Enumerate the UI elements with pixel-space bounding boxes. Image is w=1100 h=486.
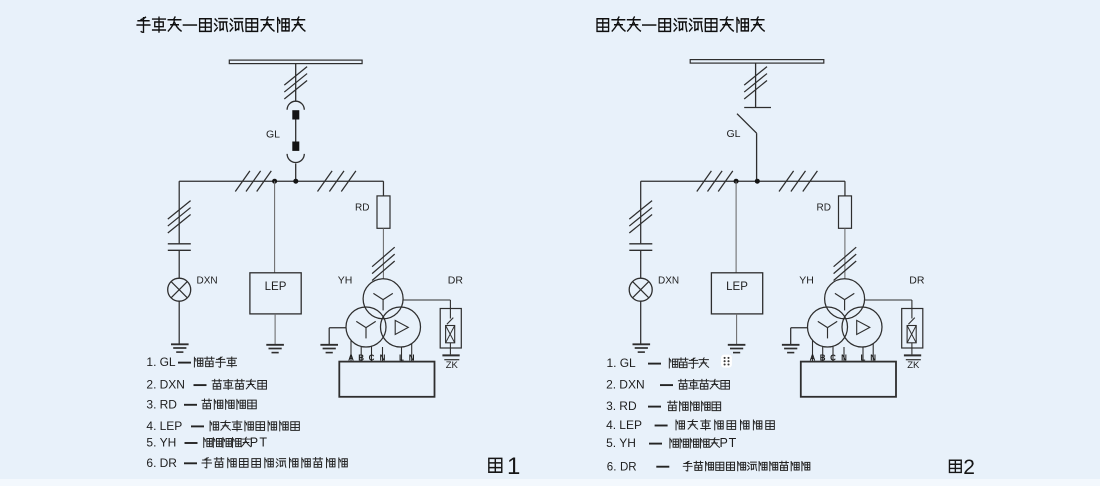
svg-text:LEP: LEP bbox=[160, 419, 183, 433]
svg-text:DR: DR bbox=[620, 461, 637, 473]
svg-text:DR: DR bbox=[448, 275, 464, 287]
svg-text:N: N bbox=[409, 354, 415, 363]
svg-text:YH: YH bbox=[338, 275, 353, 287]
svg-text:5.: 5. bbox=[146, 436, 156, 450]
svg-text:ZK: ZK bbox=[446, 360, 459, 371]
svg-text:L: L bbox=[399, 354, 404, 363]
svg-text:GL: GL bbox=[266, 128, 280, 140]
svg-text:6.: 6. bbox=[607, 461, 617, 473]
svg-text:B: B bbox=[358, 354, 364, 363]
svg-text:L: L bbox=[861, 354, 866, 363]
svg-text:DXN: DXN bbox=[160, 378, 185, 392]
svg-text:YH: YH bbox=[799, 275, 814, 287]
svg-text:DXN: DXN bbox=[619, 378, 644, 392]
svg-text:N: N bbox=[841, 354, 847, 363]
svg-text:PT: PT bbox=[720, 436, 738, 450]
svg-text:RD: RD bbox=[619, 399, 637, 413]
svg-text:2: 2 bbox=[963, 456, 975, 479]
svg-text:2.: 2. bbox=[606, 378, 616, 392]
svg-text:GL: GL bbox=[160, 355, 176, 369]
svg-text:2.: 2. bbox=[146, 378, 156, 392]
svg-text:5.: 5. bbox=[606, 436, 616, 450]
svg-text:DR: DR bbox=[909, 275, 925, 287]
svg-text:RD: RD bbox=[355, 203, 369, 214]
svg-text:RD: RD bbox=[160, 397, 178, 411]
svg-text:GL: GL bbox=[727, 128, 741, 140]
svg-text:DXN: DXN bbox=[197, 275, 218, 286]
svg-text:LEP: LEP bbox=[619, 418, 642, 432]
svg-text:4.: 4. bbox=[146, 419, 156, 433]
svg-text:6.: 6. bbox=[146, 456, 156, 470]
svg-text:A: A bbox=[810, 354, 816, 363]
svg-text:DR: DR bbox=[160, 456, 178, 470]
svg-text:YH: YH bbox=[619, 436, 636, 450]
svg-text:RD: RD bbox=[817, 203, 831, 214]
svg-text:C: C bbox=[830, 354, 836, 363]
svg-text:N: N bbox=[870, 354, 876, 363]
svg-text:LEP: LEP bbox=[265, 281, 287, 293]
svg-text:B: B bbox=[820, 354, 826, 363]
svg-text:C: C bbox=[369, 354, 375, 363]
svg-text:N: N bbox=[380, 354, 386, 363]
svg-text:ZK: ZK bbox=[907, 360, 920, 371]
svg-text:LEP: LEP bbox=[726, 281, 748, 293]
svg-text:A: A bbox=[348, 354, 354, 363]
svg-text:3.: 3. bbox=[606, 399, 616, 413]
svg-text:4.: 4. bbox=[606, 418, 616, 432]
svg-text:YH: YH bbox=[160, 436, 177, 450]
svg-text:DXN: DXN bbox=[658, 275, 679, 286]
svg-text:1: 1 bbox=[507, 453, 520, 480]
svg-text:GL: GL bbox=[620, 356, 636, 370]
svg-text:1.: 1. bbox=[146, 355, 156, 369]
svg-text:1.: 1. bbox=[607, 356, 617, 370]
svg-text:3.: 3. bbox=[146, 397, 156, 411]
svg-text:PT: PT bbox=[250, 436, 268, 450]
